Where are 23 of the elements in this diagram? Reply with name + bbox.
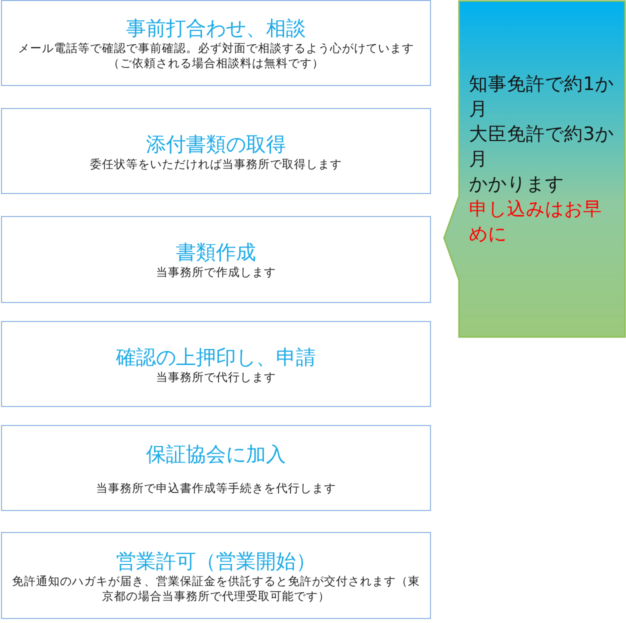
note-text: かかります [469,173,565,197]
step-title: 事前打合わせ、相談 [126,15,306,41]
step-description: 免許通知のハガキが届き、営業保証金を供託すると免許が交付されます（東京都の場合当事務所で代理受取可能です） [11,574,421,604]
step-description: 委任状等をいただければ当事務所で取得します [90,156,342,172]
step-box [1,108,431,194]
note-text: 大臣免許で約3か月 [469,123,615,172]
callout-box [441,0,626,338]
step-description: 当事務所で申込書作成等手続きを代行します [96,480,336,496]
step-box [1,216,431,303]
step-title: 営業許可（営業開始） [116,548,316,574]
step-description: メール電話等で確認で事前確認。必ず対面で相談するよう心がけています（ご依頼される場合相談料は無料です） [17,41,415,71]
step-title: 書類作成 [176,239,256,265]
step-title: 添付書類の取得 [146,130,286,156]
step-title: 保証協会に加入 [146,440,286,466]
step-description: 当事務所で作成します [156,265,276,280]
step-box [1,0,431,86]
step-box [1,425,431,511]
step-description: 当事務所で代行します [156,370,276,384]
note-text: 知事免許で約1か月 [469,73,615,122]
step-title: 確認の上押印し、申請 [116,344,316,370]
highlight-note: 申し込みはお早めに [469,198,603,247]
step-box [1,532,431,619]
step-box [1,321,431,407]
